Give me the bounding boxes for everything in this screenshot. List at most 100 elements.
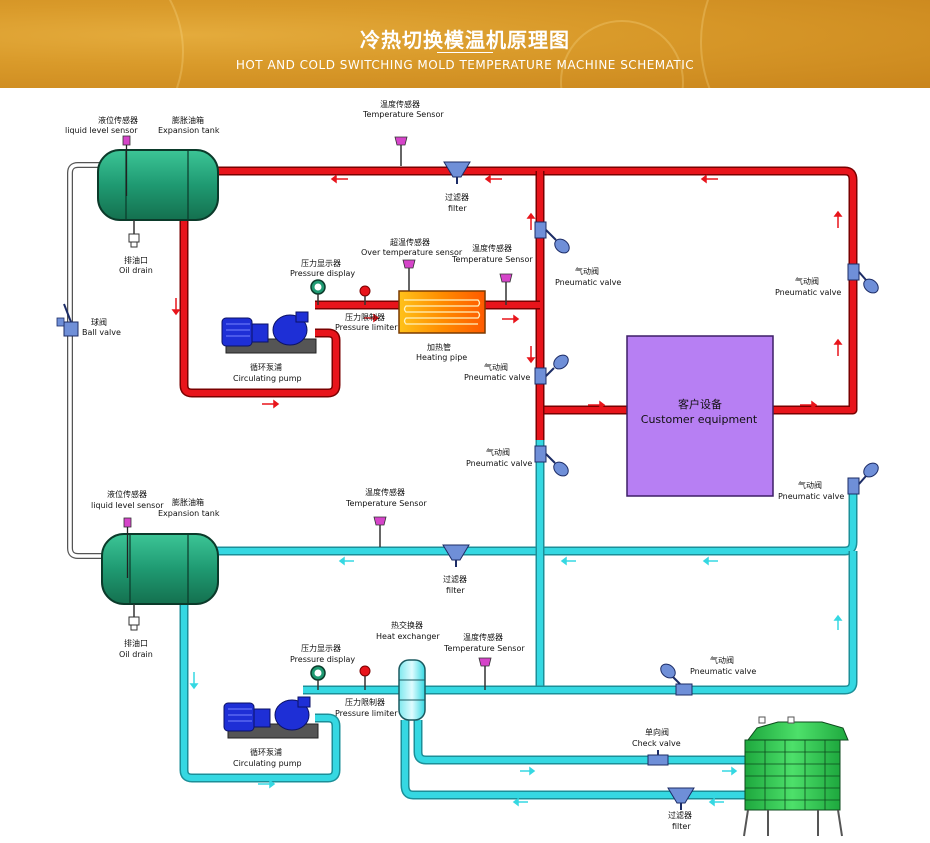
label-ball-valve-cn: 球阀 bbox=[91, 317, 107, 327]
page-title: 冷热切换模温机原理图 bbox=[360, 28, 570, 52]
label-oil-drain-top-cn: 排油口 bbox=[124, 255, 148, 265]
label-ball-valve-en: Ball valve bbox=[82, 328, 121, 337]
heat-exchanger bbox=[398, 659, 426, 721]
liquid-level-sensor-top-icon bbox=[122, 135, 131, 196]
label-temp-bot-cn: 温度传感器 bbox=[365, 487, 405, 497]
label-expansion-top-en: Expansion tank bbox=[158, 126, 220, 135]
label-expansion-bot-en: Expansion tank bbox=[158, 509, 220, 518]
label-pressure-display-top-en: Pressure display bbox=[290, 269, 355, 278]
label-oil-drain-top-en: Oil drain bbox=[119, 266, 153, 275]
label-customer-en: Customer equipment bbox=[641, 413, 758, 426]
flow-arrows bbox=[171, 174, 843, 807]
label-liquid-level-bot-en: liquid level sensor bbox=[91, 501, 164, 510]
over-temperature-sensor-icon bbox=[402, 259, 416, 291]
label-check-valve-cn: 单向阀 bbox=[645, 727, 669, 737]
label-temp-mid-cn: 温度传感器 bbox=[472, 243, 512, 253]
label-pv-bottom-cn: 气动阀 bbox=[710, 655, 734, 665]
label-pv-mid-en: Pneumatic valve bbox=[464, 373, 530, 382]
label-heat-exchanger-cn: 热交换器 bbox=[391, 620, 423, 630]
temperature-sensor-mid-icon bbox=[499, 273, 513, 305]
white-return-pipe bbox=[67, 162, 104, 559]
label-filter-tower-en: filter bbox=[672, 822, 691, 831]
label-pressure-limiter-bot-cn: 压力限制器 bbox=[345, 697, 385, 707]
label-pressure-display-bot-en: Pressure display bbox=[290, 655, 355, 664]
label-pressure-limiter-top-en: Pressure limiter bbox=[335, 323, 398, 332]
label-pv-bottom-en: Pneumatic valve bbox=[690, 667, 756, 676]
filter-tower-icon bbox=[667, 787, 695, 810]
hot-pipe-network bbox=[179, 166, 858, 440]
label-pressure-limiter-bot-en: Pressure limiter bbox=[335, 709, 398, 718]
cold-pipe-network bbox=[179, 440, 858, 800]
label-pv-right-top-en: Pneumatic valve bbox=[555, 278, 621, 287]
temperature-sensor-bottom-icon bbox=[373, 516, 387, 547]
label-pressure-display-top-cn: 压力显示器 bbox=[301, 258, 341, 268]
ball-valve-icon bbox=[56, 303, 79, 337]
circulating-pump-top bbox=[221, 311, 317, 354]
label-oil-drain-bot-cn: 排油口 bbox=[124, 638, 148, 648]
label-pv-far-right-cn: 气动阀 bbox=[795, 276, 819, 286]
header-banner: 冷热切换模温机原理图 HOT AND COLD SWITCHING MOLD T… bbox=[0, 0, 930, 88]
pneumatic-valve-right-top-icon bbox=[534, 221, 570, 254]
label-check-valve-en: Check valve bbox=[632, 739, 681, 748]
label-customer-cn: 客户设备 bbox=[678, 397, 722, 411]
label-temp-top-cn: 温度传感器 bbox=[380, 99, 420, 109]
label-filter-bot-en: filter bbox=[446, 586, 465, 595]
label-temp-bot-en: Temperature Sensor bbox=[345, 499, 427, 508]
label-heating-pipe-en: Heating pipe bbox=[416, 353, 467, 362]
label-pv-right-low-cn: 气动阀 bbox=[798, 480, 822, 490]
diagram-labels: 液位传感器 liquid level sensor 膨胀油箱 Expansion… bbox=[65, 99, 844, 831]
check-valve-icon bbox=[647, 750, 669, 766]
label-pv-low-en: Pneumatic valve bbox=[466, 459, 532, 468]
pneumatic-valve-low-icon bbox=[534, 445, 569, 477]
label-liquid-level-top-cn: 液位传感器 bbox=[98, 115, 138, 125]
pressure-display-top-icon bbox=[310, 279, 326, 305]
label-temp-hx-cn: 温度传感器 bbox=[463, 632, 503, 642]
label-temp-top-en: Temperature Sensor bbox=[362, 110, 444, 119]
label-pv-right-top-cn: 气动阀 bbox=[575, 266, 599, 276]
circulating-pump-bottom bbox=[223, 696, 319, 739]
filter-bottom-icon bbox=[442, 544, 470, 567]
label-heat-exchanger-en: Heat exchanger bbox=[376, 632, 440, 641]
label-oil-drain-bot-en: Oil drain bbox=[119, 650, 153, 659]
customer-equipment-box bbox=[626, 335, 774, 497]
label-filter-top-cn: 过滤器 bbox=[445, 192, 469, 202]
page-subtitle: HOT AND COLD SWITCHING MOLD TEMPERATURE … bbox=[235, 58, 695, 72]
label-pump-top-en: Circulating pump bbox=[233, 374, 302, 383]
expansion-tank-top bbox=[97, 149, 219, 221]
label-liquid-level-bot-cn: 液位传感器 bbox=[107, 489, 147, 499]
label-filter-top-en: filter bbox=[448, 204, 467, 213]
pneumatic-valve-right-low-icon bbox=[847, 462, 879, 495]
label-pv-low-cn: 气动阀 bbox=[486, 447, 510, 457]
temperature-sensor-top-icon bbox=[394, 136, 408, 166]
pressure-display-bottom-icon bbox=[310, 665, 326, 690]
label-expansion-bot-cn: 膨胀油箱 bbox=[172, 497, 204, 507]
label-pump-bot-en: Circulating pump bbox=[233, 759, 302, 768]
expansion-tank-bottom bbox=[101, 533, 219, 605]
label-pv-mid-cn: 气动阀 bbox=[484, 362, 508, 372]
label-temp-hx-en: Temperature Sensor bbox=[443, 644, 525, 653]
label-heating-pipe-cn: 加热管 bbox=[427, 342, 451, 352]
temperature-sensor-hx-icon bbox=[478, 657, 492, 690]
pneumatic-valve-mid-icon bbox=[534, 354, 569, 385]
label-pressure-display-bot-cn: 压力显示器 bbox=[301, 643, 341, 653]
filter-top-icon bbox=[443, 161, 471, 184]
label-pressure-limiter-top-cn: 压力限制器 bbox=[345, 312, 385, 322]
oil-drain-bottom-icon bbox=[128, 604, 140, 631]
label-pump-bot-cn: 循环泵浦 bbox=[250, 747, 282, 757]
label-filter-tower-cn: 过滤器 bbox=[668, 810, 692, 820]
cooling-tower bbox=[743, 716, 849, 837]
liquid-level-sensor-bottom-icon bbox=[123, 517, 132, 578]
label-expansion-top-cn: 膨胀油箱 bbox=[172, 115, 204, 125]
label-pv-right-low-en: Pneumatic valve bbox=[778, 492, 844, 501]
title-divider bbox=[437, 52, 493, 53]
heating-pipe bbox=[398, 290, 486, 334]
pneumatic-valve-far-right-icon bbox=[847, 263, 879, 294]
label-over-temp-cn: 超温传感器 bbox=[390, 237, 430, 247]
label-over-temp-en: Over temperature sensor bbox=[361, 248, 463, 257]
label-pump-top-cn: 循环泵浦 bbox=[250, 362, 282, 372]
pneumatic-valve-bottom-icon bbox=[660, 663, 693, 696]
label-liquid-level-top-en: liquid level sensor bbox=[65, 126, 138, 135]
label-filter-bot-cn: 过滤器 bbox=[443, 574, 467, 584]
label-pv-far-right-en: Pneumatic valve bbox=[775, 288, 841, 297]
